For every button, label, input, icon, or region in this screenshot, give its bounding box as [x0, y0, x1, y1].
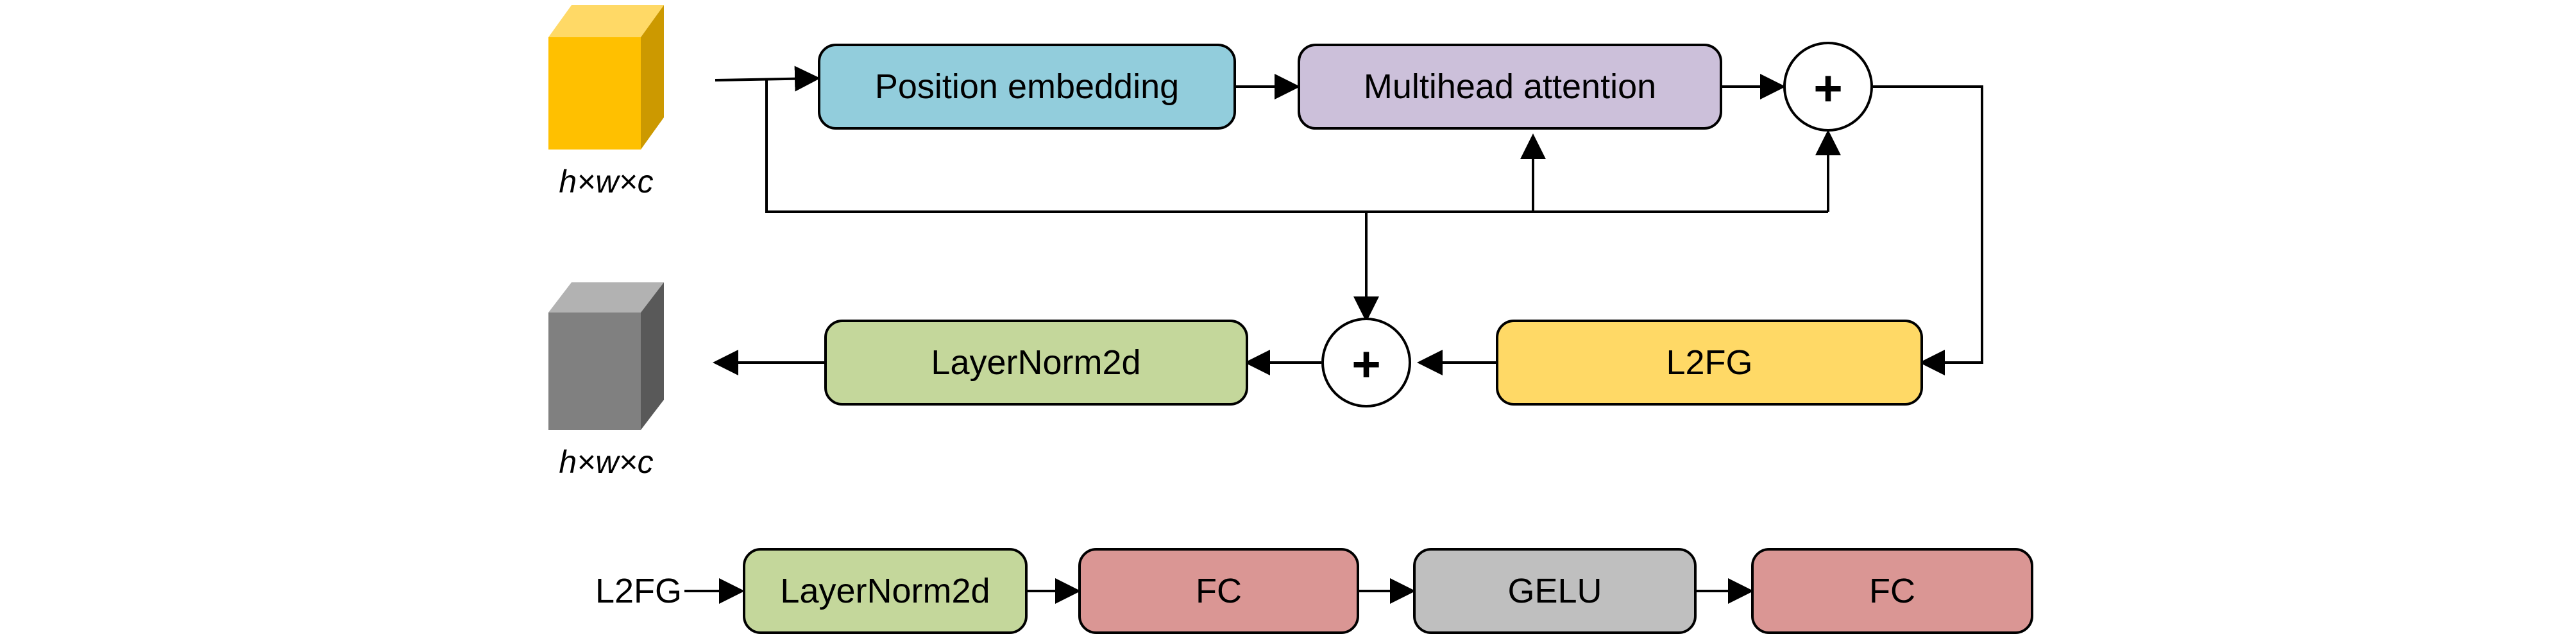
position-embedding-label: Position embedding [875, 67, 1179, 106]
input-cube-side [641, 5, 664, 150]
layernorm-label: LayerNorm2d [931, 343, 1140, 382]
add1-to-l2fg-arrow [1873, 85, 1983, 375]
residual-branch-line [765, 80, 1828, 213]
input-cube-top [548, 5, 664, 37]
add-node-2: + [1321, 318, 1411, 407]
input-to-pos-emb-arrow [715, 65, 820, 92]
l2fg-label: L2FG [1666, 343, 1752, 382]
detail-layernorm-label: LayerNorm2d [780, 572, 990, 610]
detail-gelu-block: GELU [1413, 548, 1697, 634]
multihead-attention-box [1298, 44, 1722, 130]
add-node-1: + [1783, 42, 1873, 132]
multihead-attention-block: Multihead attention [1298, 44, 1722, 130]
detail-layernorm-box [743, 548, 1028, 634]
layernorm-block: LayerNorm2d [824, 320, 1248, 406]
l2fg-block: L2FG [1496, 320, 1923, 406]
output-cube-side [641, 282, 664, 430]
multihead-attention-label: Multihead attention [1364, 67, 1656, 106]
output-cube-front [548, 313, 641, 430]
detail-fc2-block: FC [1751, 548, 2033, 634]
input-cube-front [548, 37, 641, 150]
add-circle-1 [1783, 42, 1873, 132]
position-embedding-block: Position embedding [818, 44, 1236, 130]
detail-gelu-box [1413, 548, 1697, 634]
detail-gelu-label: GELU [1507, 572, 1602, 610]
detail-fc2-label: FC [1869, 572, 1915, 610]
add-symbol-2: + [1352, 336, 1381, 392]
detail-fc2-box [1751, 548, 2033, 634]
output-shape-label: h×w×c [559, 444, 653, 480]
top-module-connectors [713, 65, 1983, 375]
add-circle-2 [1321, 318, 1411, 407]
detail-fc1-label: FC [1196, 572, 1242, 610]
detail-fc1-block: FC [1078, 548, 1359, 634]
input-tensor-icon [548, 5, 664, 150]
detail-fc1-box [1078, 548, 1359, 634]
l2fg-detail-input-label: L2FG [595, 572, 682, 610]
input-shape-label: h×w×c [559, 164, 653, 200]
layernorm-box [824, 320, 1248, 406]
output-cube-top [548, 282, 664, 313]
l2fg-box [1496, 320, 1923, 406]
add-symbol-1: + [1813, 60, 1843, 116]
position-embedding-box [818, 44, 1236, 130]
output-tensor-icon [548, 282, 664, 430]
detail-layernorm-block: LayerNorm2d [743, 548, 1028, 634]
